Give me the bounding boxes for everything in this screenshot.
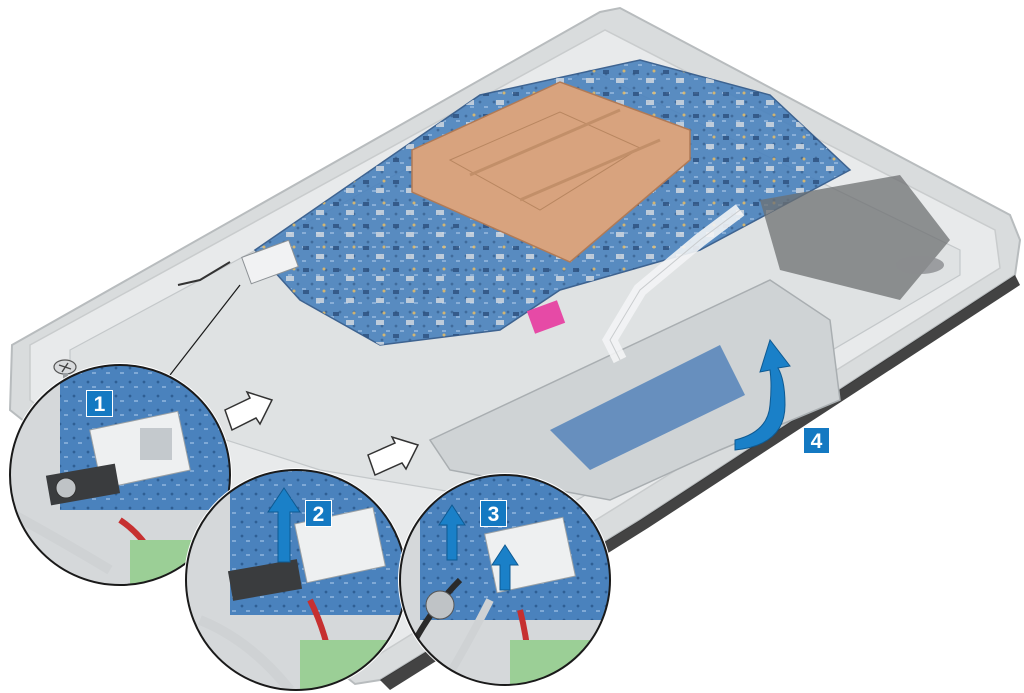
blue-up-arrow-icon-2 bbox=[438, 504, 466, 561]
outline-arrow-icon bbox=[224, 390, 274, 432]
step-badge-3: 3 bbox=[480, 500, 507, 527]
wireless-card-location bbox=[177, 239, 299, 286]
step-badge-1: 1 bbox=[86, 390, 113, 417]
outline-arrow-icon-2 bbox=[367, 435, 420, 477]
copper-heat-shield bbox=[411, 81, 691, 263]
pink-label bbox=[526, 300, 566, 334]
callout-leader-line bbox=[169, 284, 241, 376]
touchpad-ribbon-cable bbox=[602, 204, 745, 364]
curved-lift-arrow-icon bbox=[734, 338, 791, 451]
step-badge-2: 2 bbox=[305, 500, 332, 527]
blue-up-arrow-icon-3 bbox=[491, 544, 519, 591]
step-badge-4: 4 bbox=[803, 427, 830, 454]
screw-icon bbox=[53, 359, 77, 381]
speaker-module bbox=[760, 175, 950, 300]
blue-up-arrow-icon bbox=[267, 487, 301, 563]
